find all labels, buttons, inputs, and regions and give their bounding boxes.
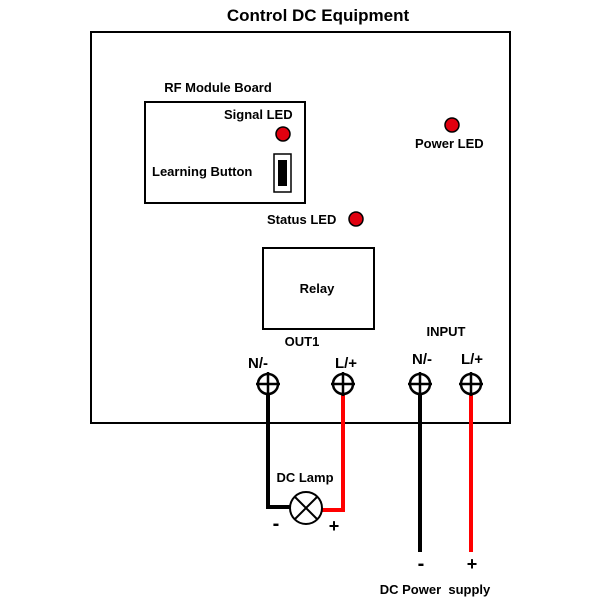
power-supply-neg-sign: - [418, 553, 425, 575]
out1-label: OUT1 [285, 334, 320, 349]
equipment-box [90, 31, 511, 424]
input-neg-label: N/- [412, 351, 432, 368]
signal-led-label: Signal LED [224, 107, 293, 122]
power-supply-label: DC Power supply [380, 582, 491, 597]
dc-lamp-icon [289, 491, 323, 525]
lamp-pos-wire [322, 393, 345, 512]
out1-neg-terminal-icon [256, 372, 280, 396]
signal-led-icon [275, 126, 291, 142]
lamp-neg-wire [266, 393, 290, 509]
relay-label: Relay [300, 281, 335, 296]
learning-button-knob [278, 160, 287, 186]
out1-pos-label: L/+ [335, 355, 357, 372]
status-led-icon [348, 211, 364, 227]
input-pos-terminal-icon [459, 372, 483, 396]
rf-module-board [144, 101, 306, 204]
lamp-pos-sign: + [329, 516, 340, 536]
input-neg-terminal-icon [408, 372, 432, 396]
learning-button-label: Learning Button [152, 164, 252, 179]
input-label: INPUT [427, 324, 466, 339]
power-led-label: Power LED [415, 136, 484, 151]
input-pos-label: L/+ [461, 351, 483, 368]
diagram-title: Control DC Equipment [227, 6, 410, 25]
out1-neg-label: N/- [248, 355, 268, 372]
power-led-icon [444, 117, 460, 133]
learning-button[interactable] [273, 153, 292, 193]
power-supply-pos-sign: + [467, 554, 478, 574]
lamp-label: DC Lamp [276, 470, 333, 485]
rf-module-label: RF Module Board [164, 80, 272, 95]
out1-pos-terminal-icon [331, 372, 355, 396]
lamp-neg-sign: - [273, 513, 280, 535]
relay-box [262, 247, 375, 330]
status-led-label: Status LED [267, 212, 336, 227]
